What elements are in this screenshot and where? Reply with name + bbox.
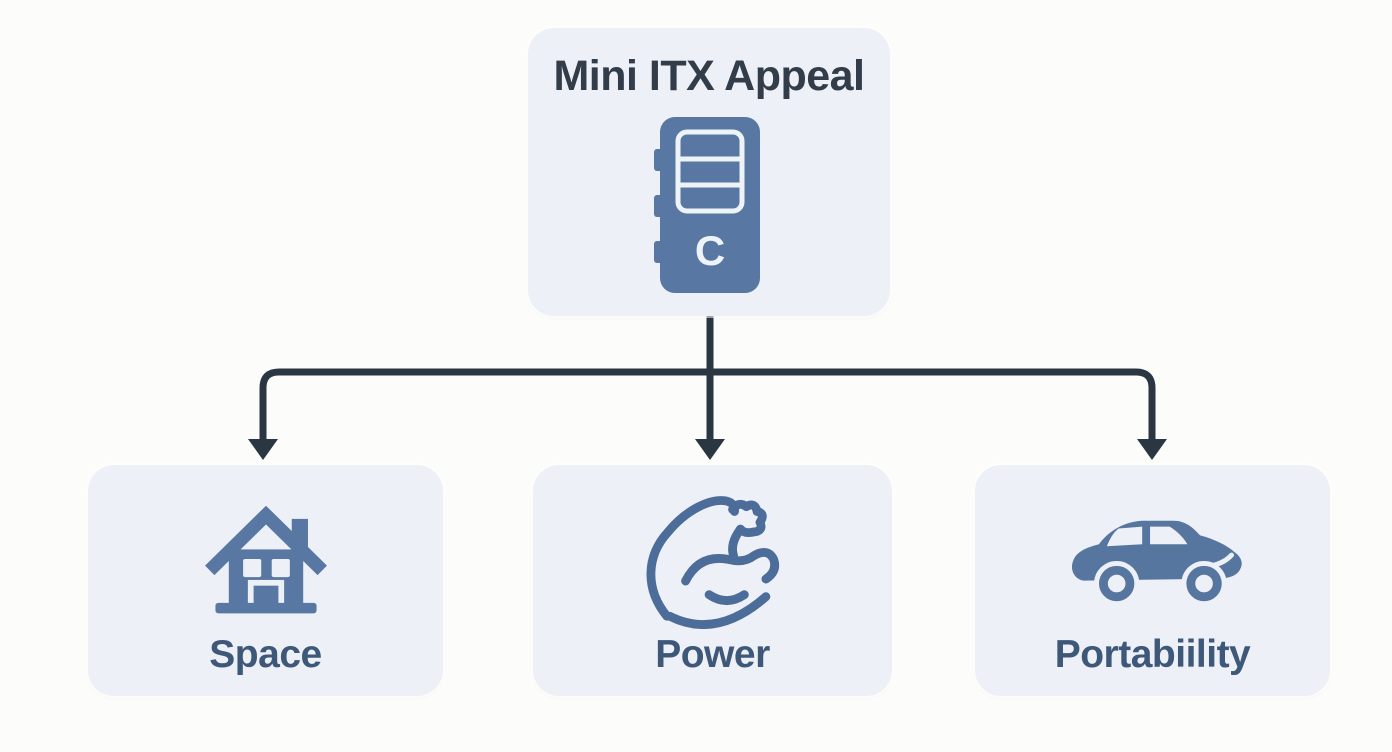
space-label: Space — [209, 633, 322, 676]
arrow-down-right-icon — [1137, 439, 1167, 460]
node-portability: Portabiility — [975, 465, 1330, 696]
portability-label: Portabiility — [1054, 633, 1251, 676]
computer-tower-icon: C — [654, 117, 760, 293]
car-icon — [1071, 520, 1242, 607]
node-mini-itx-appeal: Mini ITX Appeal C — [528, 28, 890, 316]
node-space: Space — [88, 465, 443, 696]
node-power: Power — [533, 465, 892, 696]
root-title: Mini ITX Appeal — [553, 52, 865, 100]
house-icon — [204, 505, 327, 614]
arrow-down-left-icon — [248, 439, 278, 460]
power-icon-area — [633, 491, 793, 629]
connector-branch-line — [259, 368, 1156, 441]
arrow-down-center-icon — [695, 439, 725, 460]
power-label: Power — [655, 633, 770, 676]
portability-icon-area — [1058, 491, 1248, 625]
tower-letter: C — [695, 227, 725, 274]
bicep-icon — [646, 496, 779, 629]
space-icon-area — [191, 491, 341, 625]
